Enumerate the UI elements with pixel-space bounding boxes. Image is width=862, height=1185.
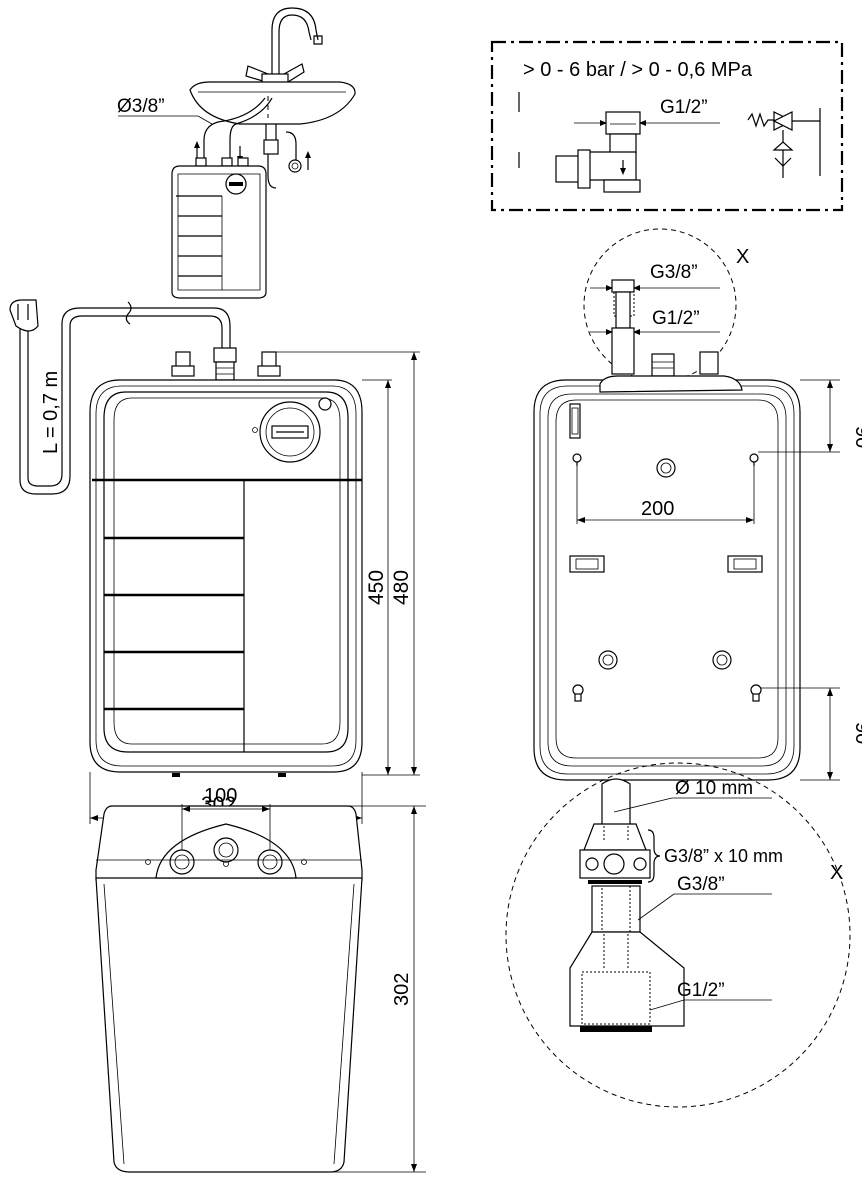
fitting-nut-label: G3/8” x 10 mm — [664, 846, 783, 866]
detail-g12-label: G1/2” — [652, 308, 700, 329]
cable-length-label: L = 0,7 m — [40, 371, 62, 454]
tube-diameter-label: Ø 10 mm — [675, 778, 753, 799]
detail-x-marker-bottom: X — [830, 862, 843, 884]
fitting-upper-label: G3/8” — [677, 874, 725, 895]
valve-thread-label: G1/2” — [660, 97, 708, 118]
connector-spacing-label: 100 — [204, 785, 237, 807]
detail-x-fitting — [505, 762, 851, 1108]
bottom-offset-label: 90 — [851, 722, 862, 744]
sink-installation-illustration — [118, 7, 356, 299]
pipe-diameter-label: Ø3/8” — [117, 96, 165, 117]
height-450-label: 450 — [365, 570, 388, 605]
safety-valve-box — [490, 40, 844, 212]
heater-back-view — [533, 228, 840, 781]
fitting-lower-label: G1/2” — [677, 980, 725, 1001]
detail-x-marker-top: X — [736, 246, 749, 268]
pressure-range-label: > 0 - 6 bar / > 0 - 0,6 MPa — [523, 59, 753, 81]
depth-302-label: 302 — [391, 973, 413, 1006]
height-480-label: 480 — [390, 570, 413, 605]
heater-side-view — [95, 804, 426, 1173]
heater-front-view — [9, 299, 420, 824]
top-offset-label: 90 — [851, 426, 862, 448]
hole-spacing-label: 200 — [641, 498, 674, 520]
detail-g38-label: G3/8” — [650, 262, 698, 283]
